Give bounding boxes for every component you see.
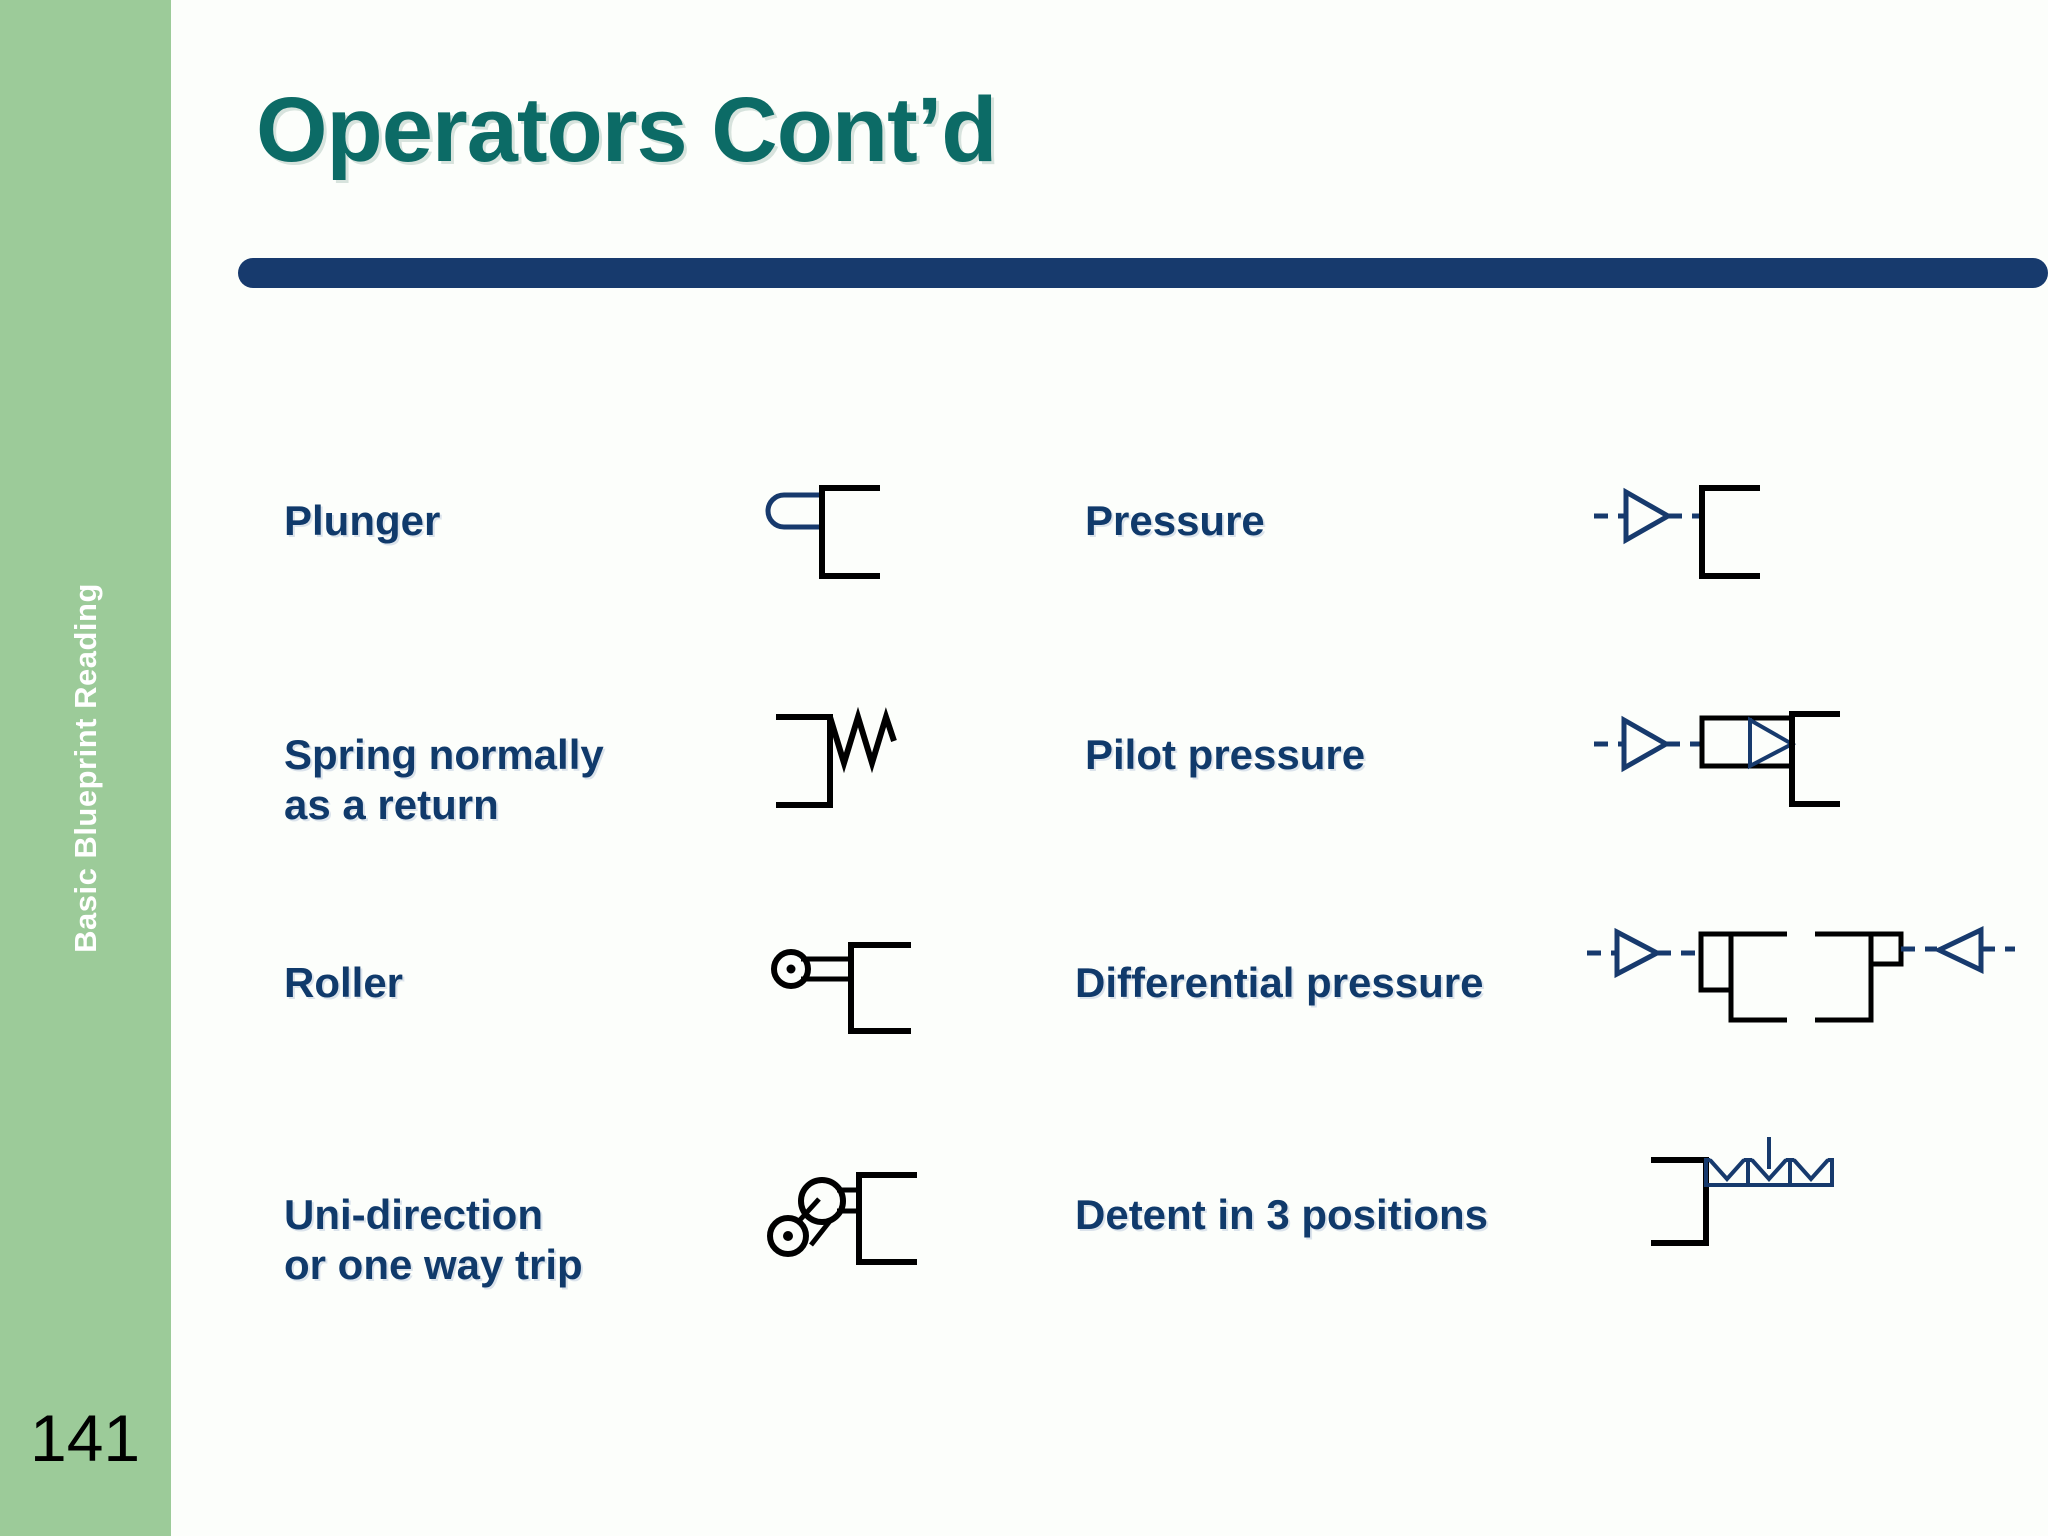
label-roller: Roller <box>284 959 404 1006</box>
sidebar-label-container: Basic Blueprint Reading <box>0 0 171 1536</box>
left-sidebar-band <box>0 0 171 1536</box>
pressure-symbol <box>1590 478 1790 588</box>
label-uni-direction-or-one-way-trip: Uni-direction or one way trip <box>284 1191 583 1288</box>
differential-pressure-symbol <box>1585 926 2035 1055</box>
page-number: 141 <box>30 1401 141 1475</box>
plunger-symbol <box>765 478 908 588</box>
page-title: Operators Cont’d <box>256 79 997 181</box>
label-pilot-pressure: Pilot pressure <box>1085 731 1366 778</box>
label-pressure: Pressure <box>1085 497 1265 544</box>
label-differential-pressure: Differential pressure <box>1075 959 1484 1006</box>
spring-return-symbol <box>768 705 918 820</box>
uni-direction-roller-symbol <box>755 1165 955 1310</box>
detent-3-positions-symbol <box>1648 1135 1878 1275</box>
title-underline-bar <box>238 258 2048 288</box>
label-plunger: Plunger <box>284 497 441 544</box>
roller-symbol <box>765 935 935 1055</box>
label-spring-normally-as-a-return: Spring normally as a return <box>284 731 604 828</box>
pilot-pressure-symbol <box>1590 700 1860 835</box>
label-detent-in-3-positions: Detent in 3 positions <box>1075 1191 1489 1238</box>
sidebar-course-title: Basic Blueprint Reading <box>67 583 103 953</box>
